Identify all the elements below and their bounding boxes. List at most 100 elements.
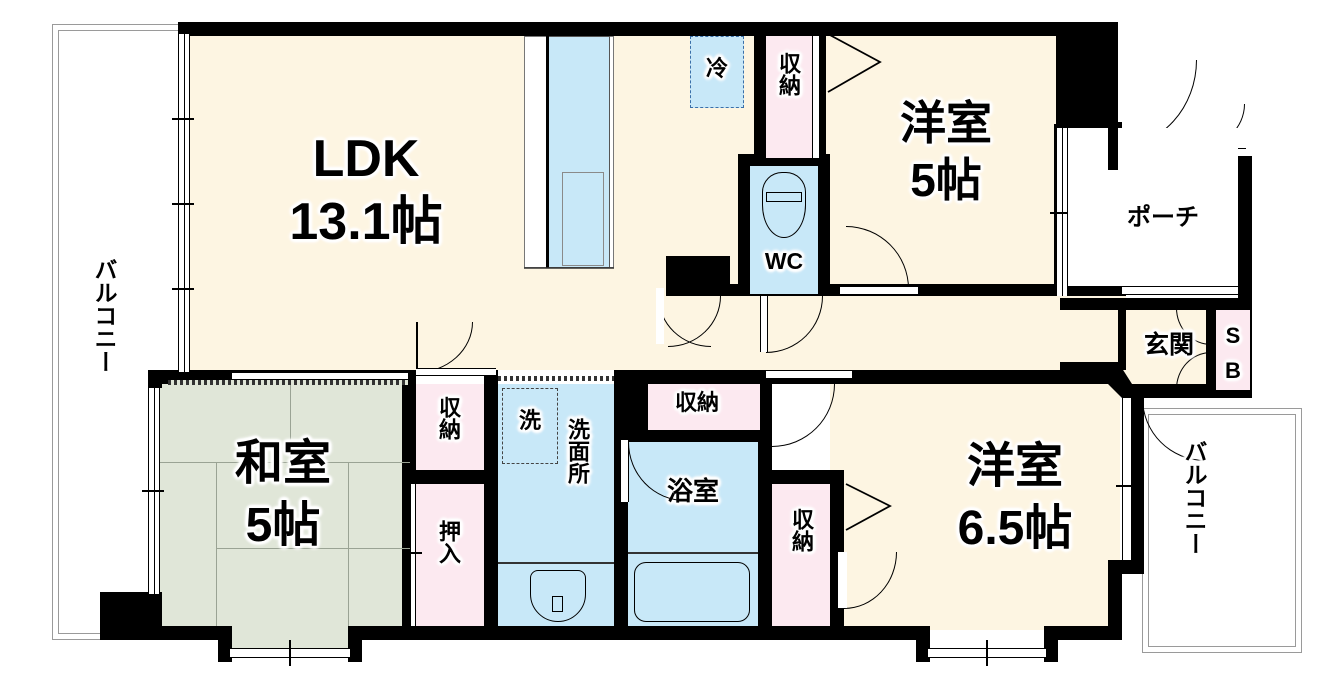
door-washitsu-closet-mid <box>404 552 422 554</box>
wall-washitsu-bottom-a <box>148 626 230 640</box>
closet-ldk-north[interactable] <box>766 36 812 158</box>
wall-left-ldk-top <box>178 22 188 36</box>
window-tick-3 <box>172 288 194 290</box>
closet-bedroom65-label: 収納 <box>789 508 814 552</box>
wall-top-ldk <box>178 22 1068 36</box>
window-bedroom65-east[interactable] <box>1122 398 1132 570</box>
tatami-hem-top <box>168 380 408 385</box>
bedroom5-label: 洋室 <box>900 97 992 149</box>
wall-bath-right <box>758 370 772 640</box>
tatami-line-v1 <box>290 380 291 462</box>
washroom-label: 洗面所 <box>565 418 590 484</box>
bedroom65-label: 洋室 <box>966 440 1063 493</box>
wall-right-bedroom65 <box>1108 560 1122 640</box>
window-washitsu-bay-mid <box>289 640 291 666</box>
tatami-line-h1 <box>160 462 410 463</box>
wall-wc-right <box>818 160 830 296</box>
door-bedroom65-top-arc <box>772 384 835 447</box>
kitchen-stove <box>562 172 604 266</box>
closet-hall[interactable] <box>646 384 746 430</box>
wall-washitsu-bay-left <box>218 626 232 662</box>
closet-ldk-north-door <box>812 36 820 158</box>
closet-hall-label: 収納 <box>674 390 719 415</box>
closet-washitsu[interactable] <box>416 384 484 470</box>
window-tick-1 <box>172 118 194 120</box>
window-tick-4 <box>142 490 164 492</box>
closet-hall-side[interactable] <box>746 384 760 430</box>
door-corridor-sill <box>656 288 664 344</box>
door-porch-sill <box>1122 286 1238 295</box>
wall-bottom-right <box>1044 626 1122 640</box>
closet-bedroom65[interactable] <box>772 482 830 626</box>
window-tick-6 <box>1116 485 1136 487</box>
wall-genkan-top <box>1060 298 1252 310</box>
wall-right-balcony-edge <box>1130 396 1144 574</box>
door-bedroom5-sill <box>840 286 918 295</box>
oshiire-washitsu[interactable] <box>416 484 484 626</box>
refrigerator-label: 冷 <box>705 56 728 81</box>
wall-wash-bath-div <box>614 370 628 640</box>
wall-wash-div <box>484 370 498 640</box>
washer-label: 洗 <box>518 408 541 433</box>
door-washroom-top <box>498 376 614 381</box>
closet-bedroom5-fold-door <box>826 30 828 32</box>
oshiire-label: 押入 <box>436 520 461 564</box>
porch-floor <box>1068 170 1238 286</box>
bathtub-divider <box>628 552 758 554</box>
wall-kitchen-right <box>754 30 766 160</box>
tatami-line-h2 <box>216 548 410 549</box>
tatami-line-v3 <box>348 462 349 626</box>
wall-hall-closet-top <box>628 370 758 384</box>
door-genkan-frame <box>1206 308 1208 390</box>
washing-machine-space[interactable] <box>502 388 558 464</box>
door-bathroom-sill <box>620 440 629 502</box>
kitchen-counter-edge <box>546 36 549 268</box>
door-ldk-hall-sill <box>416 368 496 376</box>
toilet-tank <box>766 192 802 202</box>
washitsu-size-label: 5帖 <box>245 499 321 552</box>
bedroom5-size-label: 5帖 <box>910 154 982 206</box>
sink-drain <box>552 596 563 612</box>
refrigerator-space[interactable] <box>690 36 744 108</box>
ldk-label: LDK <box>312 130 420 188</box>
toilet-fixture <box>762 172 806 238</box>
wall-porch-right <box>1238 156 1252 304</box>
washitsu-floor <box>160 380 410 640</box>
door-washitsu-slide[interactable] <box>232 372 408 380</box>
tatami-line-v2 <box>216 462 217 626</box>
closet-ldk-north-label: 収納 <box>776 52 801 96</box>
wall-washitsu-left <box>148 370 162 388</box>
porch-floor-upper <box>1118 128 1238 172</box>
wall-bottom-bay-left2 <box>916 626 930 662</box>
balcony-east-inner-rail <box>1148 414 1296 647</box>
door-washitsu-closet-line <box>410 484 416 626</box>
window-tick-5 <box>1050 212 1072 214</box>
balcony-west-label: バルコニー <box>91 258 117 373</box>
balcony-east-label: バルコニー <box>1181 440 1207 555</box>
door-closet65-sill <box>838 552 847 608</box>
shoe-box[interactable] <box>1216 310 1250 390</box>
wall-top-right-block <box>1056 22 1118 128</box>
porch-label: ポーチ <box>1127 204 1199 231</box>
wall-closet-div <box>402 470 498 484</box>
bedroom65-size-label: 6.5帖 <box>957 502 1073 555</box>
wall-hall-closet-bottom <box>628 430 758 442</box>
washitsu-label: 和室 <box>234 437 331 490</box>
window-tick-2 <box>172 203 194 205</box>
wc-label: WC <box>764 248 804 274</box>
wall-closet65-top <box>758 470 844 484</box>
closet-washitsu-label: 収納 <box>436 396 461 440</box>
door-bedroom65-top-sill <box>766 370 852 379</box>
door-ldk-hall-leaf <box>416 322 418 372</box>
ldk-size-label: 13.1帖 <box>289 193 443 251</box>
door-ldk-corridor-leaf <box>760 296 768 352</box>
wall-ldk-wc-left <box>666 256 730 284</box>
wall-wc-left <box>738 160 750 296</box>
wall-sb-left <box>1208 310 1216 390</box>
bathtub <box>634 562 750 622</box>
vanity-counter-line <box>498 562 614 564</box>
entrance-label: 玄関 <box>1143 331 1194 359</box>
wall-bottom-mid <box>348 626 923 640</box>
